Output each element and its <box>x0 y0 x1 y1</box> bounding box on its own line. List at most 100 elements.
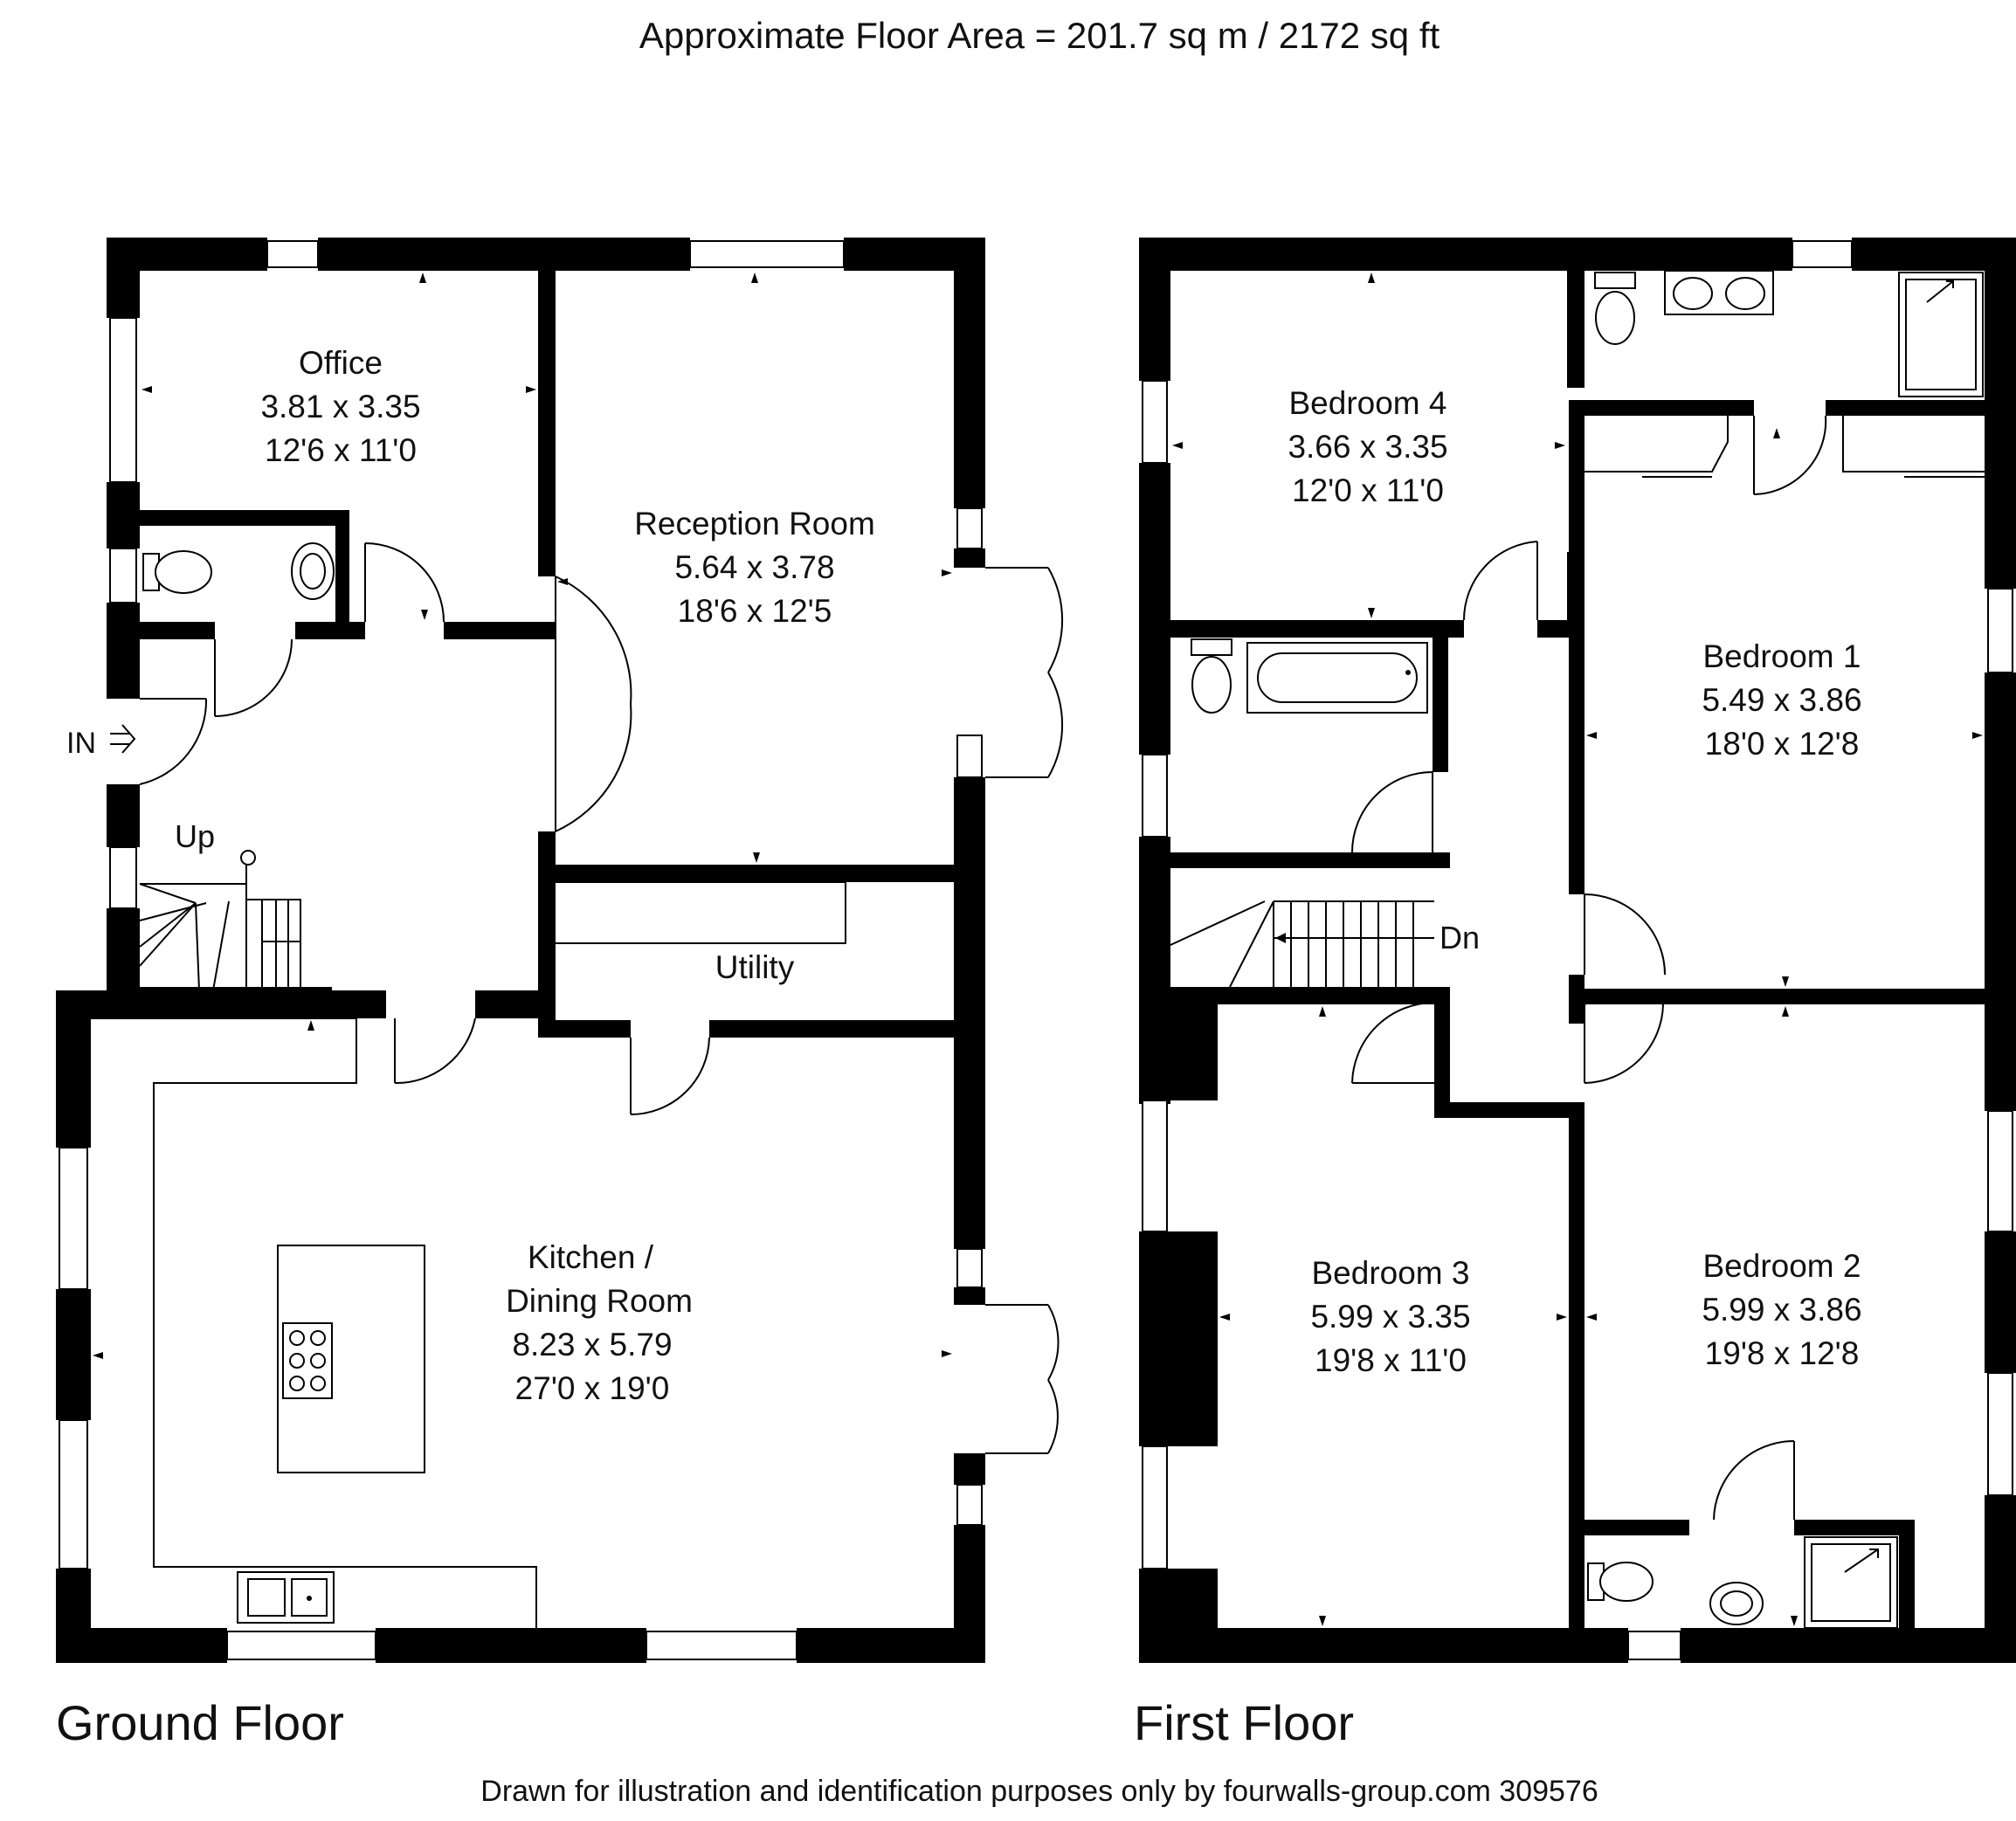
gf-utility-counter <box>556 881 846 944</box>
gf-hall-reception-wall <box>538 271 556 576</box>
ff-bottom-wall-l <box>1139 1628 1628 1663</box>
gf-hall-reception-wall-low <box>538 831 556 1029</box>
gf-left-wall-kitchen-mid <box>56 1289 91 1420</box>
gf-office-door[interactable] <box>364 542 445 623</box>
shower-icon <box>1898 272 1984 397</box>
gf-utility-door[interactable] <box>630 1037 710 1115</box>
gf-left-wall-stairs <box>107 784 140 847</box>
gf-office-window-left <box>109 317 137 483</box>
gf-bottom-wall-mid <box>376 1628 646 1663</box>
ff-en-suite-top <box>1584 1520 1689 1535</box>
kitchen-name-line2: Dining Room <box>506 1283 693 1319</box>
first-floor-title: First Floor <box>1134 1695 1354 1750</box>
bedroom4-imperial: 12'0 x 11'0 <box>1292 472 1444 508</box>
gf-office-wc-wall <box>140 510 349 526</box>
gf-right-wall-stub2 <box>954 1287 985 1305</box>
gf-kitchen-window-right <box>956 1248 983 1288</box>
ff-bathroom-door[interactable] <box>1351 771 1433 853</box>
ff-bed3-door[interactable] <box>1351 1002 1435 1084</box>
ff-main-bath-toilet-icon <box>1594 272 1636 345</box>
ff-left-wall-1 <box>1139 238 1170 381</box>
ff-ensuite-door[interactable] <box>1713 1440 1795 1521</box>
office-metric: 3.81 x 3.35 <box>260 389 420 424</box>
first-floor-plan: Dn <box>1134 238 2016 1750</box>
ff-dimension-ticks <box>1172 272 1983 1626</box>
gf-left-wall-office-low <box>107 482 140 548</box>
ff-bed3-window-left1 <box>1142 1100 1168 1232</box>
gf-kitchen-window-left2 <box>59 1419 88 1569</box>
ff-bed3-top-wall <box>1218 987 1419 1004</box>
ff-staircase <box>1170 900 1434 988</box>
ff-bed3-window-left2 <box>1142 1445 1168 1569</box>
ff-bath-bottom-wall <box>1170 852 1450 868</box>
gf-wc-door[interactable] <box>214 638 293 717</box>
gf-right-wall-upper <box>954 238 985 508</box>
gf-bottom-wall-right <box>797 1628 985 1663</box>
bedroom2-imperial: 19'8 x 12'8 <box>1705 1335 1860 1371</box>
ff-bed1-bottom-wall <box>1584 989 1985 1004</box>
gf-left-wall-stairs-low <box>107 908 140 990</box>
ff-toilet-icon <box>1191 638 1232 714</box>
ff-right-wall-3 <box>1985 673 2016 1111</box>
ff-bed2-left-wall <box>1569 1102 1584 1628</box>
ff-bed4-window-left <box>1142 380 1168 464</box>
bedroom2-metric: 5.99 x 3.86 <box>1702 1292 1861 1328</box>
bedroom3-name: Bedroom 3 <box>1312 1255 1470 1291</box>
entrance-label: IN <box>66 727 96 760</box>
gf-dimension-ticks <box>93 272 952 1359</box>
gf-kitchen-worktop <box>91 1017 537 1628</box>
ff-ensuite-top-wall-l <box>1584 400 1754 416</box>
gf-wc-right-wall <box>335 510 349 639</box>
ff-landing-wall <box>1537 620 1571 638</box>
gf-left-wall-kitchen-bot <box>56 1569 91 1663</box>
gf-kitchen-window-bottom1 <box>226 1631 376 1660</box>
ff-ensuite-window-bottom <box>1627 1631 1681 1660</box>
ground-floor-title: Ground Floor <box>56 1695 344 1750</box>
ff-bath-right-wall <box>1433 638 1448 772</box>
ff-bed4-right-wall <box>1567 271 1584 388</box>
gf-stairs-bottom-edge <box>140 987 332 992</box>
reception-imperial: 18'6 x 12'5 <box>678 593 832 629</box>
ff-wardrobe-right <box>1842 416 1985 478</box>
gf-staircase <box>139 850 301 991</box>
ff-bath-window-top <box>1792 240 1853 268</box>
gf-entrance-door[interactable] <box>139 698 208 785</box>
utility-name: Utility <box>715 949 795 985</box>
gf-reception-door[interactable] <box>555 576 632 832</box>
entrance-arrow-icon <box>110 724 136 754</box>
gf-kitchen-top-wall-l <box>56 990 386 1018</box>
ff-left-wall-bed3-3 <box>1139 1569 1218 1663</box>
ff-bed2-window-right2 <box>1987 1372 2013 1496</box>
gf-right-wall-mid <box>954 777 985 1249</box>
ff-ensuite-main-door[interactable] <box>1753 415 1827 495</box>
bedroom3-imperial: 19'8 x 11'0 <box>1315 1342 1467 1378</box>
ff-bed4-door[interactable] <box>1462 541 1538 621</box>
ensuite-toilet-icon <box>1587 1562 1654 1602</box>
reception-metric: 5.64 x 3.78 <box>674 549 834 585</box>
gf-kitchen-french-door[interactable] <box>985 1304 1060 1454</box>
gf-kitchen-door[interactable] <box>394 1017 476 1085</box>
gf-stairs-label: Up <box>175 818 215 854</box>
ff-bed1-door[interactable] <box>1584 893 1666 976</box>
ensuite-basin-icon <box>1709 1582 1764 1625</box>
ff-bed1-left-wall <box>1569 400 1584 894</box>
gf-utility-bottom-wall-r <box>709 1020 954 1038</box>
ff-bed2-window-right1 <box>1987 1110 2013 1232</box>
ff-bed1-window-right <box>1987 588 2013 673</box>
gf-kitchen-window-right2 <box>956 1484 983 1526</box>
gf-reception-window-top <box>689 240 845 268</box>
hob-icon <box>282 1322 333 1399</box>
ff-bed2-door[interactable] <box>1584 993 1664 1084</box>
gf-toilet-icon <box>142 550 212 594</box>
bathtub-icon <box>1246 642 1428 714</box>
ff-bath-window-left <box>1142 754 1168 838</box>
ff-right-wall-4 <box>1985 1231 2016 1373</box>
ff-en-suite-top-r <box>1794 1520 1915 1535</box>
ff-bed1-left-wall-low <box>1569 975 1584 1024</box>
gf-kitchen-top-wall-r <box>475 990 556 1018</box>
kitchen-sink-icon <box>237 1571 335 1624</box>
office-name: Office <box>299 345 383 381</box>
gf-reception-french-door[interactable] <box>985 567 1064 778</box>
ff-left-wall-2 <box>1139 463 1170 755</box>
